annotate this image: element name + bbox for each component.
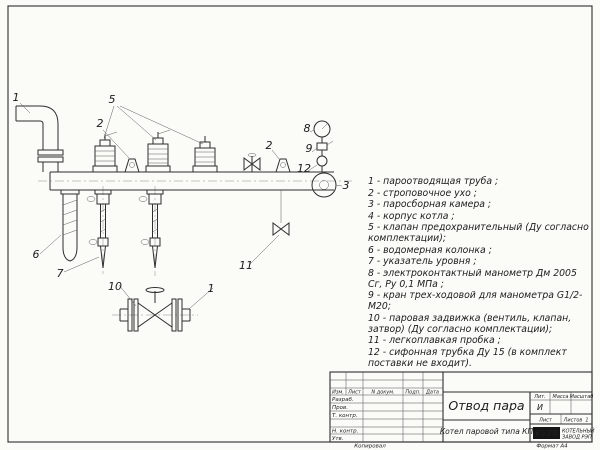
logo-caption-line1: КОТЕЛЬНЫЙ [562, 428, 595, 435]
callout-9-cock: 9 [306, 142, 313, 155]
callout-6-column: 6 [33, 248, 40, 261]
tb-role-prov: Пров. [332, 405, 348, 411]
callout-12-siphon: 12 [297, 162, 311, 175]
water-gauge-column [60, 189, 80, 262]
callout-8-manometer: 8 [304, 122, 311, 135]
tb-col-izm: Изм. [332, 389, 344, 395]
tb-product: Котел паровой типа КП [440, 427, 534, 436]
callout-10-valve: 10 [108, 280, 122, 293]
tb-sheets-label: Листов [563, 418, 583, 424]
legend-item-5: 5 - клапан предохранительный (Ду согласн… [368, 222, 589, 244]
callout-2-lug2: 2 [266, 139, 273, 152]
drain-cock [243, 153, 261, 172]
sheet-frame [7, 5, 593, 443]
safety-valve-2 [145, 129, 171, 173]
callout-5-valves: 5 [109, 93, 116, 106]
legend-item-12: 12 - сифонная трубка Ду 15 (в комплект п… [368, 346, 567, 369]
steam-outlet-elbow-pipe [15, 105, 64, 172]
legend-item-3: 3 - паросборная камера ; [368, 199, 492, 210]
tb-scale-label: Масштаб [570, 394, 594, 400]
tb-mass-label: Масса [553, 394, 569, 400]
callout-1-pipe: 1 [13, 91, 20, 104]
tb-lit-label: Лит. [533, 394, 546, 400]
callout-7-gauge: 7 [57, 267, 64, 280]
legend-item-8: 8 - электроконтактный манометр Дм 2005 С… [368, 267, 577, 290]
logo-caption-line2: ЗАВОД РЭП [562, 435, 592, 441]
safety-valve-3 [192, 136, 218, 173]
callout-1-pipe2: 1 [208, 282, 215, 295]
legend-item-1: 1 - пароотводящая труба ; [368, 176, 499, 187]
callout-3-chamber: 3 [343, 179, 350, 192]
kvzr-logo-text: KVZR [535, 429, 558, 438]
kvzr-logo-box [533, 427, 560, 439]
tb-col-list: Лист [347, 389, 362, 395]
tb-role-ncontr: Н. контр. [332, 429, 359, 435]
tb-role-utv: Утв. [332, 436, 344, 442]
legend-item-11: 11 - легкоплавкая пробка ; [368, 335, 501, 346]
legend-item-2: 2 - строповочное ухо ; [368, 187, 477, 199]
steam-chamber-end-ring [311, 172, 337, 198]
level-indicator-1 [86, 186, 112, 274]
legend-item-4: 4 - корпус котла ; [368, 210, 455, 222]
legend-item-10: 10 - паровая задвижка (вентиль, клапан, … [368, 312, 572, 335]
manometer-assembly [313, 120, 334, 172]
lifting-lug-2 [275, 158, 291, 173]
lifting-lug-1 [124, 158, 140, 173]
title-block: Изм. Лист N докум. Подп. Дата Разраб. Пр… [329, 371, 595, 443]
footer-format-label: Формат А4 [536, 444, 568, 450]
parts-legend: 1 - пароотводящая труба ; 2 - строповочн… [368, 176, 593, 369]
callout-11-plug: 11 [239, 259, 253, 272]
tb-col-date: Дата [425, 389, 439, 395]
legend-item-7: 7 - указатель уровня ; [368, 256, 477, 267]
legend-item-9: 9 - кран трех-ходовой для манометра G1/2… [368, 290, 583, 312]
level-indicator-2 [138, 186, 164, 276]
callout-numbers: 1 2 5 8 2 9 12 3 6 7 10 11 1 [13, 91, 350, 295]
tb-lit-value: И [537, 403, 543, 412]
steam-gate-valve [112, 287, 198, 332]
fusible-plug [272, 190, 290, 236]
callout-2-lug: 2 [97, 117, 104, 130]
tb-title: Отвод пара [448, 398, 524, 413]
tb-col-doc: N докум. [371, 389, 394, 395]
leader-lines [19, 102, 343, 310]
tb-role-tcontr: Т. контр. [332, 413, 358, 419]
tb-role-razrab: Разраб. [332, 397, 354, 403]
tb-sheets-value: 1 [585, 418, 588, 424]
legend-item-6: 6 - водомерная колонка ; [368, 244, 492, 256]
footer-copied-label: Копировал [354, 444, 386, 450]
tb-sheet-label: Лист [538, 418, 553, 424]
safety-valve-1 [92, 131, 118, 173]
tb-col-sign: Подп. [405, 389, 420, 395]
